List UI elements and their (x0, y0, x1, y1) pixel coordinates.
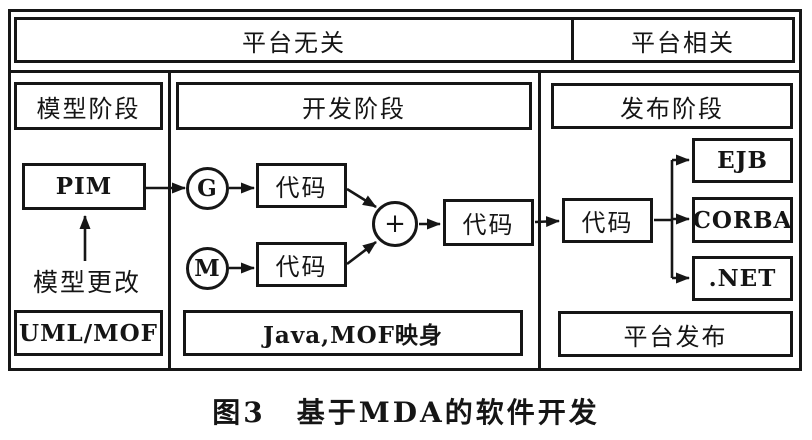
pim-box: PIM (22, 163, 146, 210)
platform-deploy-label: 平台发布 (623, 322, 728, 351)
phase-develop-label: 开发阶段 (302, 94, 406, 123)
code-box-merged: 代码 (443, 199, 534, 246)
model-change-label: 模型更改 (32, 268, 141, 297)
target-corba-label: CORBA (692, 206, 793, 234)
phase-deploy-label: 发布阶段 (620, 94, 724, 123)
java-mof-mapping-label: Java,MOF映身 (263, 322, 443, 349)
banner-platform-independent: 平台无关 (14, 17, 574, 63)
phase-model-label: 模型阶段 (36, 94, 141, 123)
code-box-deploy: 代码 (562, 198, 653, 243)
target-ejb-label: EJB (717, 147, 768, 174)
target-net-box: .NET (692, 256, 793, 301)
code-merged-label: 代码 (462, 211, 515, 239)
platform-deploy-box: 平台发布 (558, 311, 793, 357)
pim-label: PIM (55, 173, 113, 200)
mapper-label: M (194, 255, 221, 282)
figure-caption: 图3 基于MDA的软件开发 (212, 396, 600, 429)
code-deploy-label: 代码 (581, 209, 634, 237)
uml-mof-label: UML/MOF (19, 319, 158, 347)
phase-develop-box: 开发阶段 (176, 82, 532, 130)
merge-plus-circle: + (372, 201, 418, 247)
code-top-label: 代码 (275, 174, 328, 202)
code-box-top: 代码 (256, 163, 347, 208)
target-corba-box: CORBA (692, 197, 793, 243)
code-bottom-label: 代码 (275, 253, 328, 281)
uml-mof-box: UML/MOF (14, 310, 163, 356)
column-divider-develop-deploy (538, 70, 541, 371)
code-box-bottom: 代码 (256, 242, 347, 287)
merge-plus-label: + (384, 209, 406, 239)
banner-platform-dependent-label: 平台相关 (631, 28, 735, 57)
banner-platform-dependent: 平台相关 (571, 17, 795, 63)
phase-model-box: 模型阶段 (14, 82, 163, 130)
target-ejb-box: EJB (692, 138, 793, 183)
column-divider-model-develop (168, 70, 171, 371)
generator-circle: G (186, 167, 229, 210)
phase-deploy-box: 发布阶段 (551, 83, 793, 129)
banner-platform-independent-label: 平台无关 (242, 28, 346, 57)
java-mof-mapping-box: Java,MOF映身 (183, 310, 523, 356)
target-net-label: .NET (708, 265, 777, 292)
generator-label: G (197, 175, 218, 202)
mapper-circle: M (186, 247, 229, 290)
